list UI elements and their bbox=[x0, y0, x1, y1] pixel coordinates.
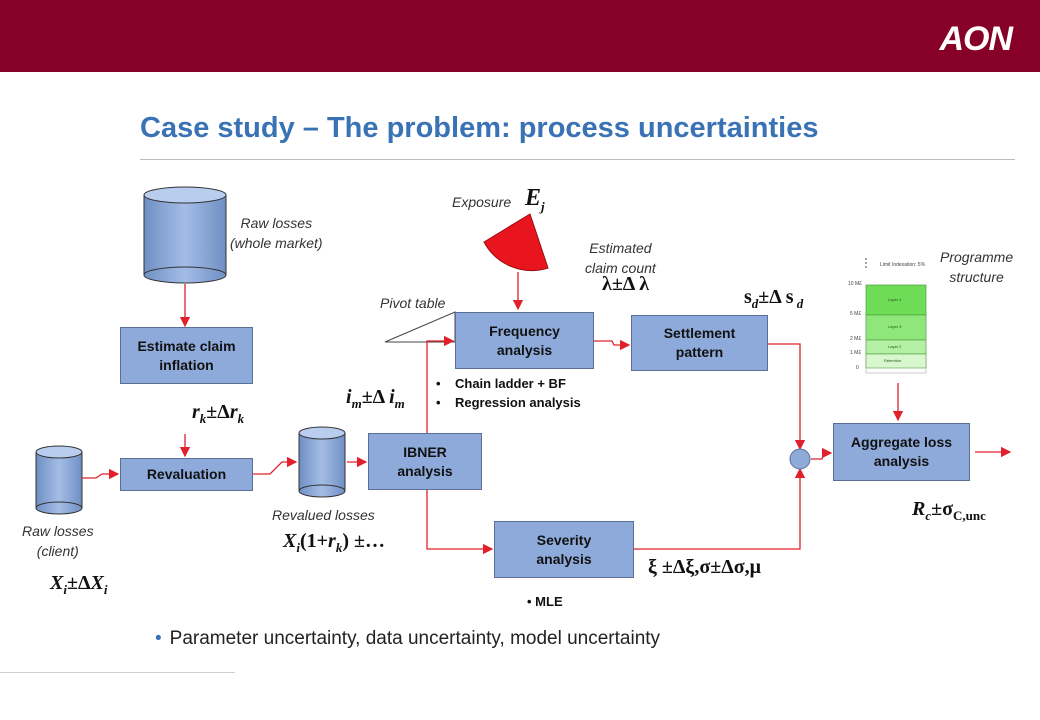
programme-tick: 1 M£ bbox=[850, 350, 862, 356]
sum-node bbox=[789, 448, 811, 470]
programme-layer: Layer 3 bbox=[888, 324, 902, 329]
revaluation-box: Revaluation bbox=[120, 458, 253, 491]
ibner-analysis-box: IBNER analysis bbox=[368, 433, 482, 490]
frequency-analysis-box: Frequency analysis bbox=[455, 312, 594, 369]
raw-losses-client-label: Raw losses (client) bbox=[22, 523, 94, 559]
programme-layer: Layer 2 bbox=[888, 344, 902, 349]
header-bar: AON bbox=[0, 0, 1040, 72]
severity-analysis-box: Severity analysis bbox=[494, 521, 634, 578]
programme-structure-chart bbox=[865, 258, 927, 374]
aon-logo: AON bbox=[939, 20, 1013, 58]
client-loss-uncertainty: Xi±ΔXi bbox=[50, 572, 108, 597]
slide-title: Case study – The problem: process uncert… bbox=[140, 112, 819, 144]
frequency-bullet: • Regression analysis bbox=[436, 395, 581, 410]
programme-structure-label: Programme structure bbox=[940, 249, 1014, 285]
settlement-uncertainty: sd±Δ s d bbox=[744, 286, 804, 311]
severity-bullet: • MLE bbox=[527, 594, 563, 609]
settlement-pattern-box: Settlement pattern bbox=[631, 315, 768, 371]
revalued-losses-label: Revalued losses bbox=[272, 507, 375, 523]
aggregate-uncertainty: Rc±σC,unc bbox=[912, 498, 986, 523]
programme-tick: 0 bbox=[856, 365, 859, 371]
aggregate-loss-analysis-box: Aggregate loss analysis bbox=[833, 423, 970, 481]
bottom-bullet: •Parameter uncertainty, data uncertainty… bbox=[155, 628, 661, 649]
programme-layer: Layer 4 bbox=[888, 297, 902, 302]
database-icon-client bbox=[35, 445, 83, 515]
programme-tick: 10 M£ bbox=[848, 281, 862, 287]
exposure-symbol: Ej bbox=[525, 185, 545, 214]
revalued-loss-formula: Xi(1+rk) ±… bbox=[283, 530, 385, 555]
severity-uncertainty: ξ ±Δξ,σ±Δσ,μ bbox=[648, 556, 761, 578]
pivot-table-label: Pivot table bbox=[380, 295, 446, 311]
programme-tick: 2 M£ bbox=[850, 336, 862, 342]
database-icon-market bbox=[143, 186, 227, 284]
frequency-bullet: • Chain ladder + BF bbox=[436, 376, 566, 391]
inflation-uncertainty: rk±Δrk bbox=[192, 401, 245, 426]
programme-chart-title: Limit Indexation: 5% bbox=[880, 262, 926, 268]
estimated-claim-count-label: Estimated claim count bbox=[585, 240, 656, 276]
title-divider bbox=[140, 159, 1015, 160]
pivot-table-icon bbox=[384, 311, 456, 343]
lambda-uncertainty: λ±Δ λ bbox=[602, 273, 650, 295]
footer-divider bbox=[0, 672, 235, 673]
programme-layer: Retention bbox=[884, 358, 902, 363]
estimate-claim-inflation-box: Estimate claim inflation bbox=[120, 327, 253, 384]
programme-tick: 5 M£ bbox=[850, 311, 862, 317]
exposure-label: Exposure bbox=[452, 194, 512, 210]
database-icon-revalued bbox=[298, 426, 346, 498]
exposure-wedge-icon bbox=[483, 213, 549, 272]
ibner-uncertainty: im±Δ im bbox=[346, 386, 405, 411]
raw-losses-market-label: Raw losses (whole market) bbox=[230, 215, 323, 251]
